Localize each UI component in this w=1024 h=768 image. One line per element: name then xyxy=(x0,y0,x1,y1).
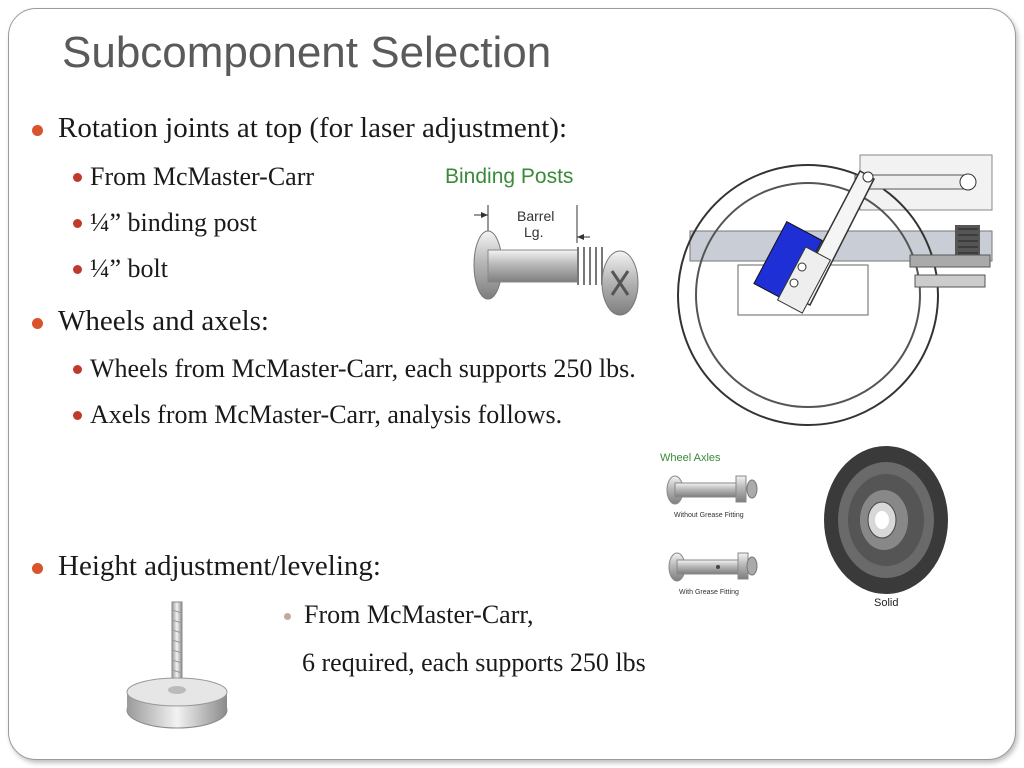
item-leveler-source: From McMaster-Carr, xyxy=(304,600,534,629)
bullet-dot xyxy=(284,613,291,620)
bullet-dot xyxy=(73,365,82,374)
leveling-foot-image xyxy=(126,601,228,729)
bullet-dot xyxy=(32,125,43,136)
section-height-adjustment: Height adjustment/leveling: xyxy=(58,550,381,582)
item-wheels: Wheels from McMaster-Carr, each supports… xyxy=(90,354,636,383)
solid-wheel-image xyxy=(824,446,948,594)
slide-title: Subcomponent Selection xyxy=(62,28,552,77)
bullet-dot xyxy=(73,265,82,274)
bullet-dot xyxy=(32,318,43,329)
item-leveler-count: 6 required, each supports 250 lbs xyxy=(302,648,646,677)
solid-wheel-caption: Solid xyxy=(874,597,899,609)
axle-with-grease-caption: With Grease Fitting xyxy=(679,589,739,596)
laser-assembly-drawing xyxy=(677,154,993,426)
item-axels: Axels from McMaster-Carr, analysis follo… xyxy=(90,400,563,429)
bullet-dot xyxy=(32,563,43,574)
binding-post-image xyxy=(473,205,639,316)
bullet-dot xyxy=(73,219,82,228)
axle-without-grease-caption: Without Grease Fitting xyxy=(674,512,744,519)
length-label: Lg. xyxy=(524,224,544,240)
axle-without-grease-image xyxy=(666,475,758,505)
item-bolt: ¼” bolt xyxy=(90,254,168,283)
binding-posts-title: Binding Posts xyxy=(445,165,574,188)
section-wheels-axels: Wheels and axels: xyxy=(58,305,269,337)
item-binding-post: ¼” binding post xyxy=(90,208,257,237)
bullet-dot xyxy=(73,411,82,420)
section-rotation-joints: Rotation joints at top (for laser adjust… xyxy=(58,112,568,144)
wheel-axles-title: Wheel Axles xyxy=(660,452,721,464)
bullet-dot xyxy=(73,173,82,182)
barrel-label: Barrel xyxy=(517,208,555,224)
item-from-mcmaster: From McMaster-Carr xyxy=(90,162,315,191)
axle-with-grease-image xyxy=(668,552,758,582)
